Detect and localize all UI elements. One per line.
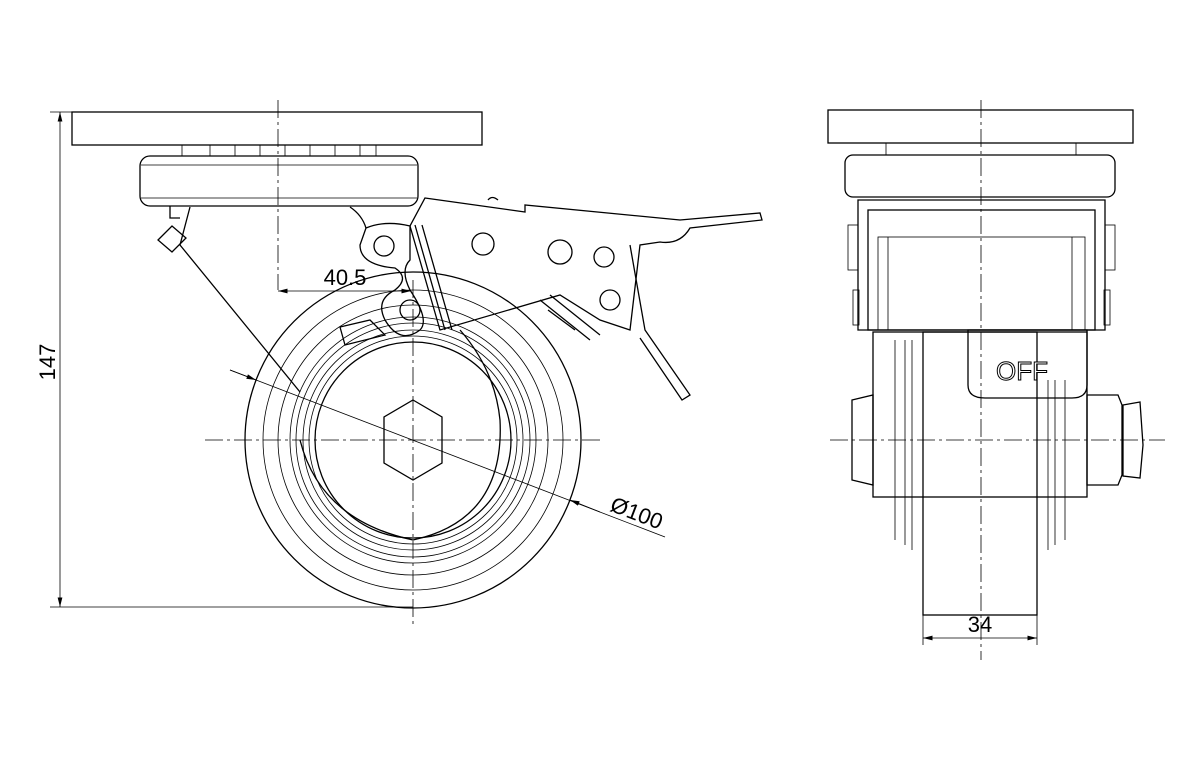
fork-leg bbox=[179, 206, 367, 393]
brake-cover bbox=[867, 209, 1096, 331]
wheel-side bbox=[244, 271, 582, 609]
brake-pedal-plate bbox=[967, 329, 1088, 399]
rivet bbox=[599, 289, 621, 311]
ball-bearing-race bbox=[181, 144, 377, 157]
left-axle-nut bbox=[851, 394, 874, 486]
front-swivel-housing bbox=[844, 154, 1116, 198]
grease-nipple bbox=[157, 206, 187, 253]
side-view: 147 40.5 Ø100 bbox=[35, 100, 763, 625]
brake-shoe bbox=[299, 329, 501, 541]
front-view: OFF 34 bbox=[827, 100, 1165, 660]
wheel-tread bbox=[922, 331, 1038, 616]
width-dimension-label: 34 bbox=[968, 612, 992, 637]
wheel-tire bbox=[244, 271, 582, 609]
brake-state-label: OFF bbox=[996, 356, 1048, 386]
front-top-plate bbox=[827, 109, 1134, 144]
brake-mechanism bbox=[359, 196, 763, 401]
axle-thread bbox=[1122, 401, 1144, 479]
diameter-dimension-label: Ø100 bbox=[607, 492, 666, 535]
swivel-housing bbox=[139, 155, 419, 207]
rivet bbox=[471, 232, 495, 256]
rivet bbox=[547, 239, 573, 265]
front-fork bbox=[857, 199, 1106, 331]
right-axle-nut bbox=[1086, 394, 1123, 486]
offset-dimension-label: 40.5 bbox=[324, 265, 367, 290]
axle-nut-hex bbox=[383, 399, 443, 481]
rivet bbox=[373, 235, 395, 257]
rivet bbox=[399, 299, 421, 321]
thread-guard bbox=[339, 319, 387, 346]
front-wheel bbox=[851, 331, 1144, 616]
top-plate bbox=[71, 111, 483, 146]
rivet bbox=[593, 246, 615, 268]
height-dimension-label: 147 bbox=[35, 344, 60, 381]
